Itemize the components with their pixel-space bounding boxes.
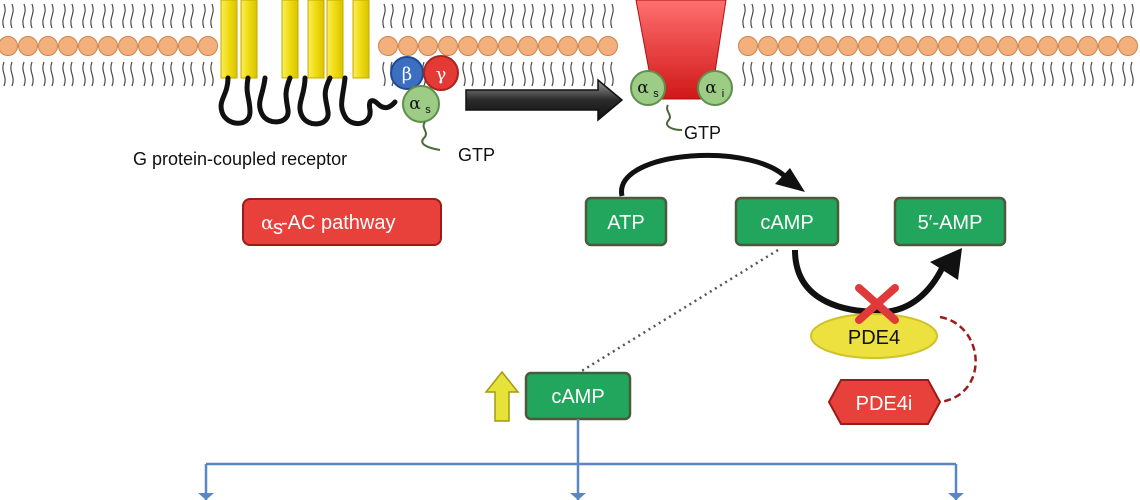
hydrolysis-arrowhead — [930, 248, 962, 280]
lipid-head — [78, 36, 98, 56]
pathway-alpha: α — [261, 212, 274, 234]
pathway-text: -AC pathway — [281, 212, 396, 234]
lipid-head — [118, 36, 138, 56]
atp-to-camp-arrowhead — [775, 168, 805, 192]
lipid-head — [518, 36, 538, 56]
gpcr-loops — [218, 75, 398, 127]
up-arrow-icon — [484, 370, 520, 422]
gamma-subunit — [423, 55, 459, 91]
lipid-heads — [0, 36, 1138, 56]
lipid-head — [578, 36, 598, 56]
five-amp-label: 5′-AMP — [918, 212, 983, 234]
lipid-head — [158, 36, 178, 56]
cyclase-alpha-s — [630, 70, 666, 106]
lipid-head — [58, 36, 78, 56]
receptor-label: G protein-coupled receptor — [133, 149, 347, 169]
lipid-head — [1058, 36, 1078, 56]
alpha-label: α — [409, 94, 421, 114]
lipid-head — [958, 36, 978, 56]
atp-node: ATP — [584, 196, 668, 247]
lipid-head — [898, 36, 918, 56]
lipid-tails-top — [2, 3, 1134, 29]
lipid-head — [738, 36, 758, 56]
atp-label: ATP — [607, 212, 644, 234]
gamma-label: γ — [436, 64, 447, 85]
pde4i-inhibitor: PDE4i — [827, 379, 942, 425]
cyclase-alpha-i — [697, 70, 733, 106]
lipid-head — [1098, 36, 1118, 56]
lipid-head — [558, 36, 578, 56]
lipid-head — [1118, 36, 1138, 56]
lipid-head — [918, 36, 938, 56]
lipid-head — [378, 36, 398, 56]
pde4-label: PDE4 — [848, 327, 900, 349]
lipid-head — [198, 36, 218, 56]
lipid-head — [858, 36, 878, 56]
pde4-enzyme: PDE4 — [810, 313, 938, 359]
lipid-head — [538, 36, 558, 56]
inhibition-x-icon — [855, 284, 899, 324]
lipid-head — [1018, 36, 1038, 56]
g-protein-complex: β γ α s — [390, 55, 459, 123]
lipid-head — [758, 36, 778, 56]
pathway-sub: s — [273, 217, 283, 239]
gtp-label-left: GTP — [458, 145, 495, 165]
lipid-head — [398, 36, 418, 56]
lipid-head — [18, 36, 38, 56]
lipid-head — [818, 36, 838, 56]
lipid-head — [798, 36, 818, 56]
cell-membrane — [0, 3, 1138, 87]
downstream-arrowheads — [198, 493, 964, 500]
lipid-head — [978, 36, 998, 56]
lipid-head — [478, 36, 498, 56]
lipid-head — [1038, 36, 1058, 56]
cyclase-alpha-i-label: α — [705, 78, 717, 98]
beta-label: β — [402, 64, 412, 85]
camp-dotted-link — [579, 248, 779, 374]
lipid-head — [138, 36, 158, 56]
camp-increase-label: cAMP — [551, 386, 604, 408]
gpcr-helices — [220, 0, 370, 79]
lipid-head — [178, 36, 198, 56]
lipid-head — [938, 36, 958, 56]
cyclase-alpha-i-sub: i — [722, 88, 724, 100]
camp-node: cAMP — [734, 196, 840, 247]
lipid-head — [1078, 36, 1098, 56]
gtp-tether-right — [666, 104, 683, 131]
as-ac-pathway-badge: α s -AC pathway — [242, 198, 442, 246]
cyclase-alpha-s-label: α — [637, 78, 649, 98]
lipid-head — [878, 36, 898, 56]
lipid-head — [98, 36, 118, 56]
lipid-tails-bottom — [2, 61, 1134, 87]
gtp-label-right: GTP — [684, 123, 721, 143]
camp-increase-node: cAMP — [524, 371, 632, 421]
activation-arrow — [465, 78, 624, 122]
lipid-head — [418, 36, 438, 56]
lipid-head — [838, 36, 858, 56]
lipid-head — [778, 36, 798, 56]
hydrolysis-arrow — [792, 249, 948, 316]
gtp-tether-left — [421, 121, 441, 151]
lipid-head — [38, 36, 58, 56]
alpha-sub-label: s — [425, 104, 431, 116]
atp-to-camp-arrow — [619, 152, 793, 197]
cyclase-subunits: α s α i — [630, 70, 733, 106]
lipid-head — [0, 36, 18, 56]
lipid-head — [998, 36, 1018, 56]
lipid-head — [438, 36, 458, 56]
inhibition-curve — [939, 315, 977, 404]
lipid-head — [598, 36, 618, 56]
lipid-head — [498, 36, 518, 56]
pde4i-label: PDE4i — [856, 393, 913, 415]
alpha-s-subunit — [402, 85, 440, 123]
five-amp-node: 5′-AMP — [893, 196, 1007, 247]
cyclase-alpha-s-sub: s — [653, 88, 659, 100]
camp-label: cAMP — [760, 212, 813, 234]
downstream-tree — [204, 419, 958, 500]
lipid-head — [458, 36, 478, 56]
